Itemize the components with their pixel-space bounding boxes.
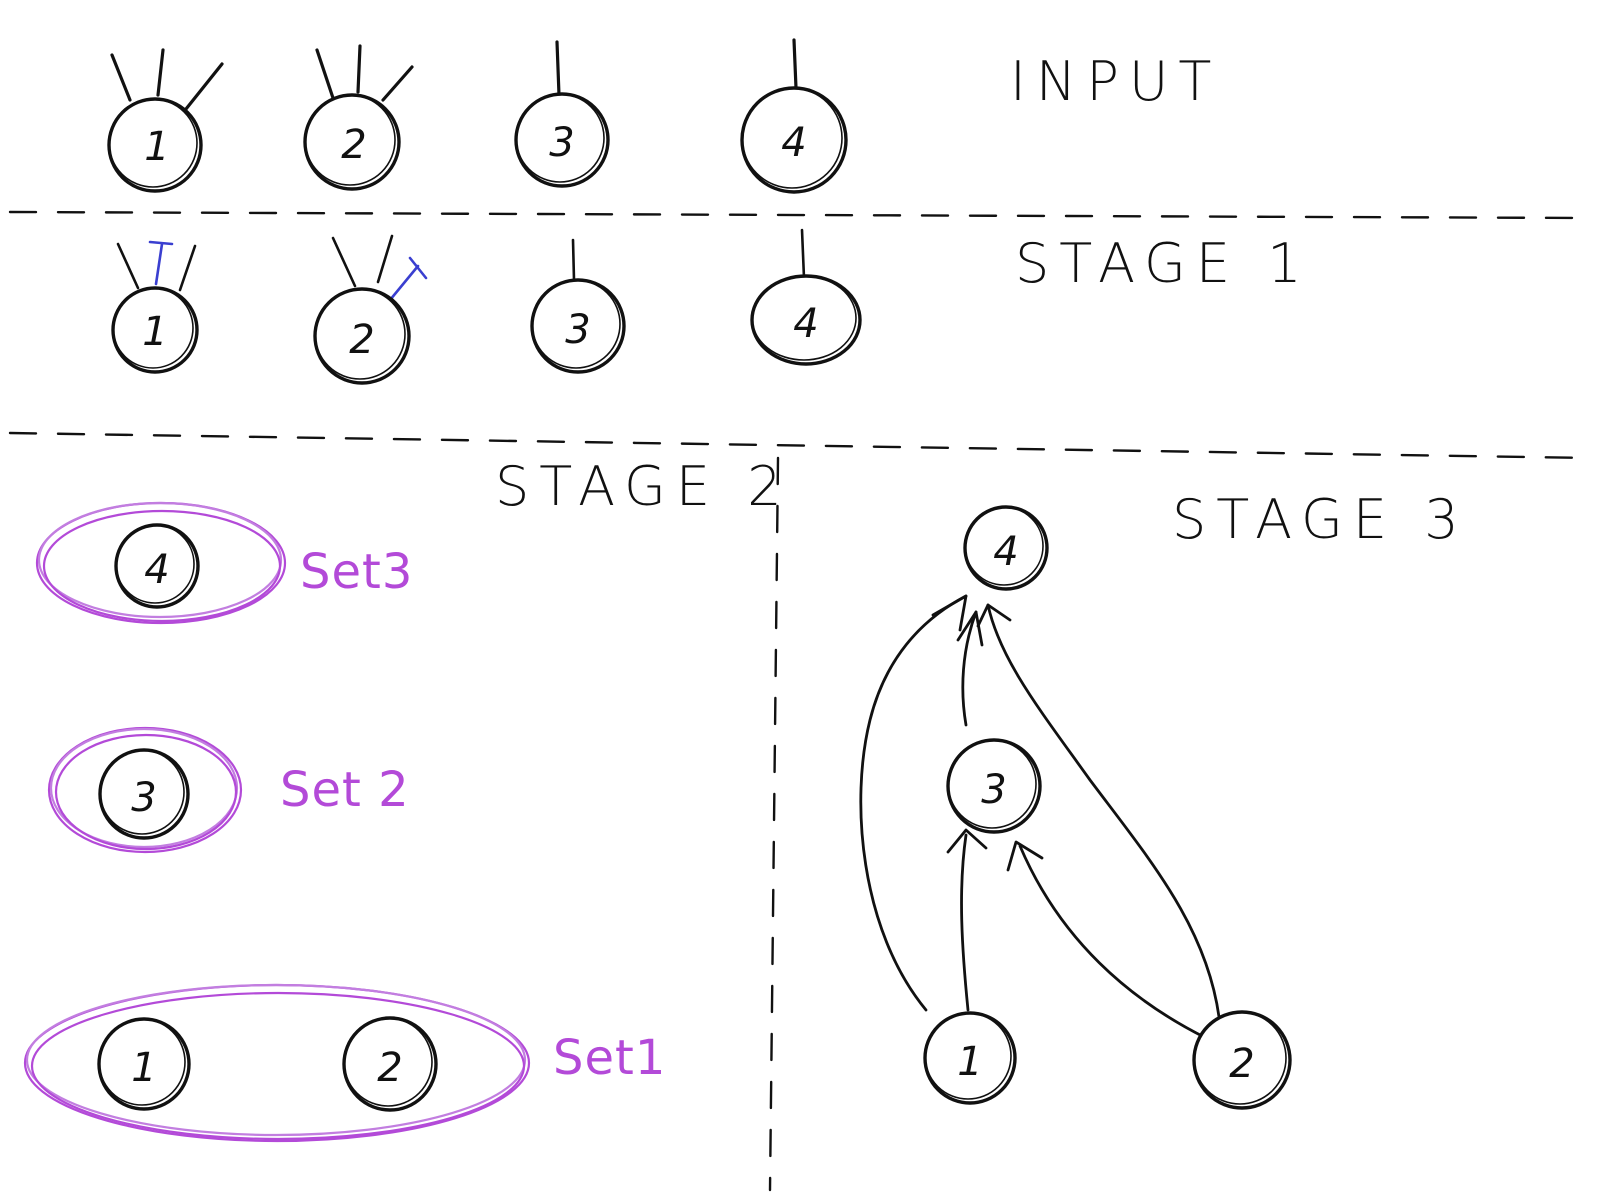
input-node-4: 4 [740,38,848,194]
stage3-node-4: 4 [963,505,1049,591]
node-label: 2 [349,317,374,363]
node-label: 2 [377,1045,402,1091]
input-node-3: 3 [514,40,610,188]
stage3-node-2: 2 [1192,1010,1292,1110]
node-label: 1 [144,124,169,170]
stage3-node-1: 1 [923,1011,1017,1105]
stage3-edge-2-to-3 [1006,840,1208,1040]
node-label: 1 [131,1045,156,1091]
set-label: Set1 [553,1030,666,1086]
input-node-1: 1 [107,48,224,193]
stage3-edge-2-to-4 [976,603,1222,1027]
set-label: Set 2 [280,762,410,818]
stage2-set-1: 1 2 Set1 [23,983,666,1143]
separator-stage2-stage3 [768,456,780,1192]
node-label: 1 [957,1039,982,1085]
stage2-set-3: 4 Set3 [35,501,413,625]
section-label-stage3: STAGE 3 [1172,488,1469,551]
section-label-stage1: STAGE 1 [1015,232,1312,295]
node-label: 1 [142,309,167,355]
section-label-stage2: STAGE 2 [495,455,792,518]
stage1-node-1: 1 [111,240,199,374]
stage2-set-2: 3 Set 2 [47,726,410,854]
stage3-node-3: 3 [946,738,1042,834]
node-label: 3 [565,307,590,353]
set-label: Set3 [300,544,413,600]
node-label: 3 [131,775,156,821]
node-label: 4 [793,301,818,347]
node-label: 3 [981,767,1006,813]
separator-input-stage1 [8,210,1592,220]
stage3-edge-1-to-4 [859,594,968,1012]
node-label: 2 [1229,1041,1254,1087]
input-node-2: 2 [303,44,414,191]
node-label: 4 [781,120,806,166]
node-label: 3 [549,120,574,166]
stage3-edge-3-to-4 [956,610,984,727]
node-label: 4 [993,529,1018,575]
node-label: 4 [144,547,169,593]
node-label: 2 [341,122,366,168]
section-label-input: INPUT [1010,50,1221,113]
stage1-node-2: 2 [313,234,428,385]
separator-stage1-stage2 [8,431,1592,460]
stage1-node-4: 4 [750,228,862,366]
stage1-node-3: 3 [530,238,626,374]
stage3-edge-1-to-3 [946,828,988,1012]
